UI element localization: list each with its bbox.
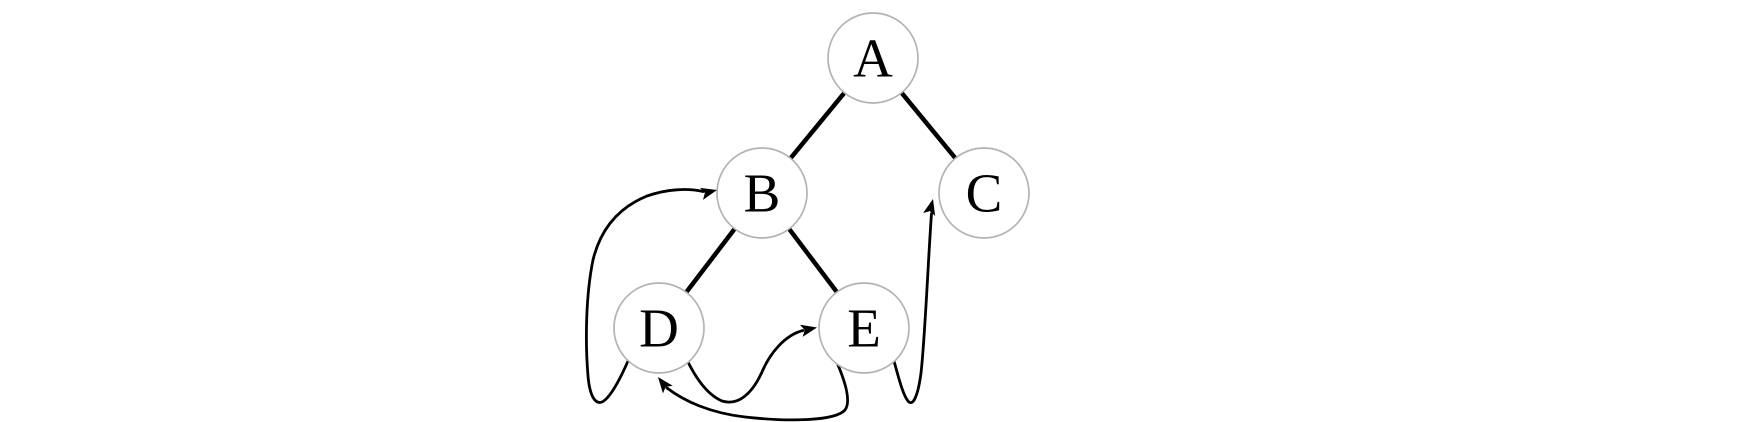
arrow-edge-E-C <box>892 212 933 404</box>
node-B-label: B <box>744 163 781 224</box>
node-E-circle <box>818 282 910 374</box>
node-D-label: D <box>639 298 679 359</box>
node-A-label: A <box>853 28 893 89</box>
node-A-circle <box>827 12 919 104</box>
arrow-edge-D-B <box>585 188 705 404</box>
node-E-label: E <box>847 298 881 359</box>
arrowhead-D-E-icon <box>800 324 817 337</box>
node-C-label: C <box>966 163 1003 224</box>
node-C-circle <box>938 147 1030 239</box>
arrowhead-D-B-icon <box>699 187 717 200</box>
node-B-circle <box>716 147 808 239</box>
arrowhead-E-D-icon <box>658 377 673 394</box>
arrowhead-E-C-icon <box>923 199 936 217</box>
arrow-edge-D-E <box>686 329 805 404</box>
node-D-circle <box>613 282 705 374</box>
arrow-edge-E-D <box>665 363 849 422</box>
